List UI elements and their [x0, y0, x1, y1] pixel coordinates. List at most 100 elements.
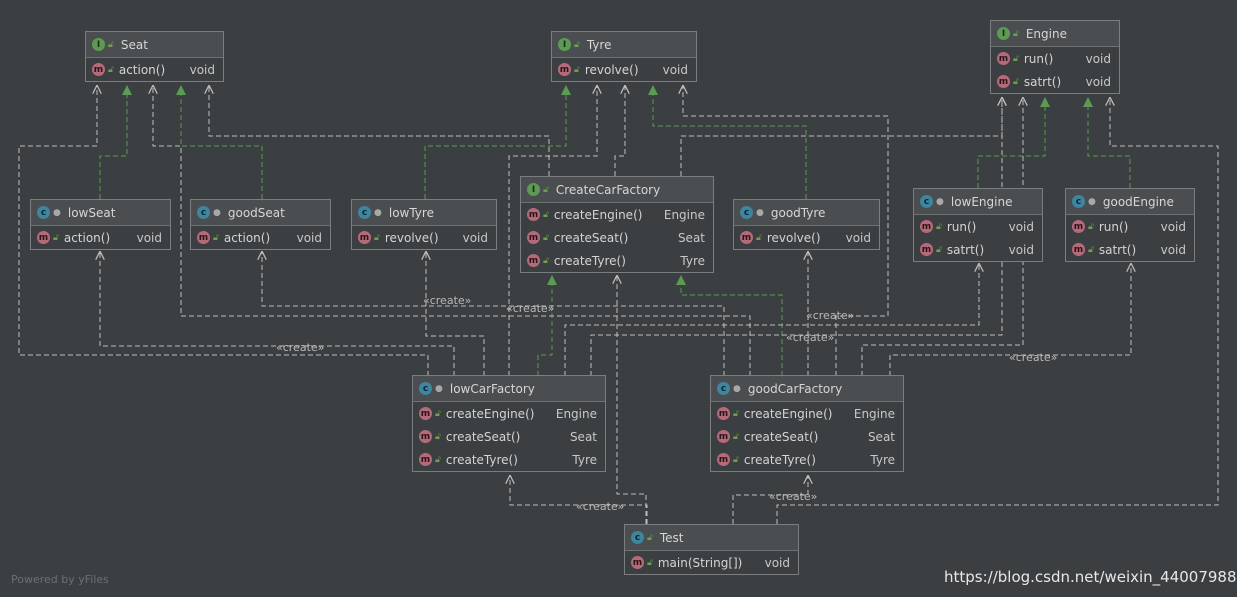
class-title: lowCarFactory	[449, 381, 535, 396]
method-row[interactable]: m 🔓︎ revolve() void	[734, 226, 879, 249]
method-row[interactable]: m 🔓︎ createSeat() Seat	[711, 425, 903, 448]
class-node-test[interactable]: c 🔓︎ Test m 🔓︎ main(String[]) void	[624, 524, 799, 575]
class-title: goodTyre	[770, 205, 826, 220]
class-icon: c	[37, 206, 50, 219]
method-row[interactable]: m 🔓︎ action() void	[31, 226, 170, 249]
edge-lowCarFactory-depends-seat	[18, 86, 429, 376]
class-node-seat[interactable]: I 🔓︎ Seat m 🔓︎ action() void	[85, 31, 224, 82]
method-row[interactable]: m 🔓︎ createEngine() Engine	[711, 402, 903, 425]
class-node-lowCarFactory[interactable]: c ● lowCarFactory m 🔓︎ createEngine() En…	[412, 375, 606, 472]
public-lock-icon: 🔓︎	[1013, 28, 1019, 39]
edge-createCarFactory-depends-tyre	[614, 86, 625, 176]
class-title: CreateCarFactory	[555, 182, 661, 197]
class-node-goodCarFactory[interactable]: c ● goodCarFactory m 🔓︎ createEngine() E…	[710, 375, 904, 472]
public-lock-icon: 🔓︎	[1013, 76, 1019, 87]
class-title: goodCarFactory	[747, 381, 843, 396]
method-row[interactable]: m 🔓︎ createEngine() Engine	[521, 203, 713, 226]
method-row[interactable]: m 🔓︎ satrt() void	[1066, 238, 1194, 261]
edge-lowTyre-implements-tyre	[424, 85, 571, 199]
method-icon: m	[358, 231, 371, 244]
public-lock-icon: 🔓︎	[1088, 221, 1094, 232]
method-return-type: void	[1085, 74, 1111, 89]
create-label: «create»	[576, 500, 624, 513]
class-node-goodTyre[interactable]: c ● goodTyre m 🔓︎ revolve() void	[733, 199, 880, 250]
class-icon: c	[197, 206, 210, 219]
create-label: «create»	[786, 331, 834, 344]
method-icon: m	[997, 52, 1010, 65]
method-name: createTyre()	[743, 452, 816, 467]
method-return-type: void	[662, 62, 688, 77]
method-row[interactable]: m 🔓︎ createTyre() Tyre	[413, 448, 605, 471]
powered-by-watermark: Powered by yFiles	[11, 573, 109, 586]
method-row[interactable]: m 🔓︎ run() void	[991, 47, 1119, 70]
edge-createCarFactory-depends-seat	[209, 86, 550, 176]
class-header: c 🔓︎ Test	[625, 525, 798, 551]
class-title: goodSeat	[227, 205, 285, 220]
class-node-engine[interactable]: I 🔓︎ Engine m 🔓︎ run() void m 🔓︎ satrt()…	[990, 20, 1120, 94]
method-name: createTyre()	[445, 452, 518, 467]
class-title: lowEngine	[950, 194, 1013, 209]
method-row[interactable]: m 🔓︎ createSeat() Seat	[413, 425, 605, 448]
method-row[interactable]: m 🔓︎ run() void	[914, 215, 1042, 238]
public-lock-icon: 🔓︎	[647, 557, 653, 568]
package-private-icon: ●	[374, 207, 382, 218]
method-row[interactable]: m 🔓︎ main(String[]) void	[625, 551, 798, 574]
class-icon: c	[358, 206, 371, 219]
method-name: createEngine()	[743, 406, 833, 421]
public-lock-icon: 🔓︎	[53, 232, 59, 243]
interface-icon: I	[92, 38, 105, 51]
class-node-tyre[interactable]: I 🔓︎ Tyre m 🔓︎ revolve() void	[551, 31, 697, 82]
method-row[interactable]: m 🔓︎ createTyre() Tyre	[711, 448, 903, 471]
edge-lowCarFactory-depends-lowSeat	[100, 252, 455, 376]
method-name: revolve()	[766, 230, 821, 245]
method-row[interactable]: m 🔓︎ createTyre() Tyre	[521, 249, 713, 272]
method-return-type: Engine	[663, 207, 705, 222]
method-return-type: void	[1008, 219, 1034, 234]
edge-lowCarFactory-depends-lowEngine	[564, 264, 979, 376]
method-return-type: Seat	[867, 429, 895, 444]
public-lock-icon: 🔓︎	[647, 532, 653, 543]
method-row[interactable]: m 🔓︎ revolve() void	[352, 226, 496, 249]
class-node-lowTyre[interactable]: c ● lowTyre m 🔓︎ revolve() void	[351, 199, 497, 250]
method-name: satrt()	[1098, 242, 1137, 257]
method-row[interactable]: m 🔓︎ createSeat() Seat	[521, 226, 713, 249]
create-label: «create»	[276, 341, 324, 354]
method-row[interactable]: m 🔓︎ action() void	[86, 58, 223, 81]
class-node-lowSeat[interactable]: c ● lowSeat m 🔓︎ action() void	[30, 199, 171, 250]
method-icon: m	[197, 231, 210, 244]
method-name: satrt()	[946, 242, 985, 257]
method-row[interactable]: m 🔓︎ run() void	[1066, 215, 1194, 238]
package-private-icon: ●	[756, 207, 764, 218]
method-row[interactable]: m 🔓︎ createEngine() Engine	[413, 402, 605, 425]
method-row[interactable]: m 🔓︎ satrt() void	[914, 238, 1042, 261]
method-return-type: void	[296, 230, 322, 245]
method-name: run()	[1023, 51, 1054, 66]
create-label: «create»	[1009, 351, 1057, 364]
edge-createCarFactory-depends-engine	[680, 98, 1002, 176]
source-url-watermark: https://blog.csdn.net/weixin_44007988	[944, 568, 1237, 586]
class-title: lowSeat	[67, 205, 116, 220]
method-icon: m	[37, 231, 50, 244]
class-title: goodEngine	[1102, 194, 1174, 209]
public-lock-icon: 🔓︎	[936, 221, 942, 232]
class-node-goodSeat[interactable]: c ● goodSeat m 🔓︎ action() void	[190, 199, 331, 250]
edge-goodSeat-implements-seat	[176, 85, 263, 199]
public-lock-icon: 🔓︎	[543, 209, 549, 220]
edge-lowCarFactory-depends-tyre	[508, 86, 597, 376]
edge-goodCarFactory-creates-seat	[153, 86, 751, 376]
method-return-type: void	[1160, 242, 1186, 257]
public-lock-icon: 🔓︎	[574, 64, 580, 75]
method-name: createSeat()	[743, 429, 819, 444]
interface-icon: I	[997, 27, 1010, 40]
method-return-type: void	[1008, 242, 1034, 257]
method-row[interactable]: m 🔓︎ revolve() void	[552, 58, 696, 81]
public-lock-icon: 🔓︎	[108, 39, 114, 50]
method-row[interactable]: m 🔓︎ action() void	[191, 226, 330, 249]
method-icon: m	[527, 231, 540, 244]
class-node-lowEngine[interactable]: c ● lowEngine m 🔓︎ run() void m 🔓︎ satrt…	[913, 188, 1043, 262]
method-row[interactable]: m 🔓︎ satrt() void	[991, 70, 1119, 93]
method-return-type: Engine	[853, 406, 895, 421]
class-node-goodEngine[interactable]: c ● goodEngine m 🔓︎ run() void m 🔓︎ satr…	[1065, 188, 1195, 262]
class-node-createCarFactory[interactable]: I 🔓︎ CreateCarFactory m 🔓︎ createEngine(…	[520, 176, 714, 273]
method-return-type: void	[1085, 51, 1111, 66]
